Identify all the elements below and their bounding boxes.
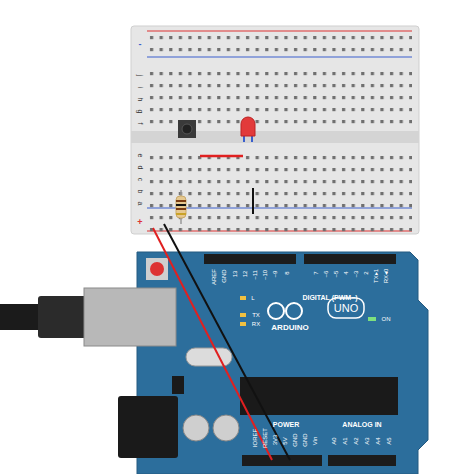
pin-label: RX bbox=[252, 321, 260, 327]
resistor-band bbox=[176, 208, 186, 210]
pin-header bbox=[328, 455, 396, 466]
ground-wire bbox=[164, 224, 290, 460]
status-led bbox=[240, 322, 246, 326]
capacitor bbox=[183, 415, 209, 441]
power-jack bbox=[118, 396, 178, 458]
usb-plug bbox=[38, 296, 88, 338]
pin-label: A1 bbox=[342, 437, 348, 444]
pin-label: GND bbox=[221, 269, 227, 282]
pin-label: 8 bbox=[284, 271, 290, 274]
pin-label: d bbox=[138, 165, 145, 169]
breadboard bbox=[131, 26, 419, 234]
pin-label: 13 bbox=[232, 271, 238, 278]
pin-label: A2 bbox=[353, 437, 359, 444]
pin-label: A0 bbox=[331, 437, 337, 444]
reset-button bbox=[146, 258, 168, 280]
pin-label: c bbox=[138, 177, 145, 181]
logo bbox=[268, 303, 284, 319]
pin-label: a bbox=[138, 201, 145, 205]
pin-label: 12 bbox=[242, 271, 248, 278]
status-led bbox=[240, 313, 246, 317]
pin-label: ~3 bbox=[353, 271, 359, 278]
pin-label: ~9 bbox=[272, 271, 278, 278]
pin-label: g bbox=[138, 109, 145, 113]
logo bbox=[286, 303, 302, 319]
pin-label: 2 bbox=[363, 271, 369, 274]
hole-grid bbox=[148, 153, 412, 211]
pin-label: POWER bbox=[273, 421, 299, 428]
pin-label: TX▸1 bbox=[373, 269, 379, 283]
usb-cable bbox=[0, 304, 40, 330]
pin-label: 7 bbox=[313, 271, 319, 274]
resistor-band bbox=[176, 200, 186, 202]
pin-label: IOREF bbox=[252, 429, 258, 447]
pin-header bbox=[242, 455, 322, 466]
pin-label: ANALOG IN bbox=[342, 421, 381, 428]
arduino-board bbox=[137, 252, 428, 474]
pin-label: ARDUINO bbox=[271, 324, 308, 332]
pin-label: ~6 bbox=[323, 271, 329, 278]
pin-label: ~5 bbox=[333, 271, 339, 278]
pin-label: + bbox=[137, 218, 142, 227]
regulator bbox=[172, 376, 184, 394]
rail-holes bbox=[148, 213, 412, 233]
pin-header bbox=[204, 254, 296, 264]
capacitor bbox=[213, 415, 239, 441]
pin-label: b bbox=[138, 189, 145, 193]
reset-button-cap bbox=[150, 262, 164, 276]
pin-label: e bbox=[138, 153, 145, 157]
resistor-band bbox=[176, 204, 186, 206]
pin-label: ~11 bbox=[252, 270, 258, 280]
pushbutton-cap bbox=[182, 124, 192, 134]
power-wire bbox=[153, 228, 272, 460]
pin-label: RX◂0 bbox=[383, 269, 389, 284]
pin-label: ON bbox=[382, 316, 391, 322]
pin-label: DIGITAL (PWM~) bbox=[302, 294, 357, 301]
led bbox=[241, 117, 255, 136]
pin-label: h bbox=[138, 97, 145, 101]
pin-label: 3V3 bbox=[272, 435, 278, 446]
resistor-symbol bbox=[176, 196, 186, 218]
pin-label: RESET bbox=[262, 428, 268, 448]
pin-label: A4 bbox=[375, 437, 381, 444]
pin-label: 4 bbox=[343, 271, 349, 274]
jumper-wire bbox=[200, 155, 243, 158]
center-channel bbox=[131, 131, 419, 143]
usb-port bbox=[84, 288, 176, 346]
jumper-wire bbox=[252, 188, 254, 214]
pin-label: f bbox=[137, 122, 144, 124]
rail-line bbox=[147, 31, 412, 32]
pin-label: L bbox=[251, 295, 254, 301]
resistor-band bbox=[176, 213, 186, 215]
pin-label: GND bbox=[292, 433, 298, 446]
pin-label: ~10 bbox=[262, 270, 268, 280]
pin-label: A5 bbox=[386, 437, 392, 444]
pin-label: GND bbox=[302, 433, 308, 446]
uno-outline bbox=[328, 298, 364, 318]
pin-header bbox=[304, 254, 396, 264]
power-led bbox=[368, 317, 376, 321]
rail-holes bbox=[148, 36, 412, 56]
crystal bbox=[186, 348, 232, 366]
pin-label: TX bbox=[252, 312, 260, 318]
rail-line bbox=[147, 57, 412, 58]
pin-label: Vin bbox=[312, 437, 318, 446]
pin-label: i bbox=[138, 86, 145, 88]
pin-label: UNO bbox=[334, 303, 358, 314]
pin-label: - bbox=[139, 40, 142, 49]
status-led bbox=[240, 296, 246, 300]
pin-label: A3 bbox=[364, 437, 370, 444]
pushbutton bbox=[178, 120, 196, 138]
pin-label: j bbox=[138, 74, 145, 76]
pin-label: 5V bbox=[282, 437, 288, 444]
pin-label: AREF bbox=[211, 269, 217, 285]
